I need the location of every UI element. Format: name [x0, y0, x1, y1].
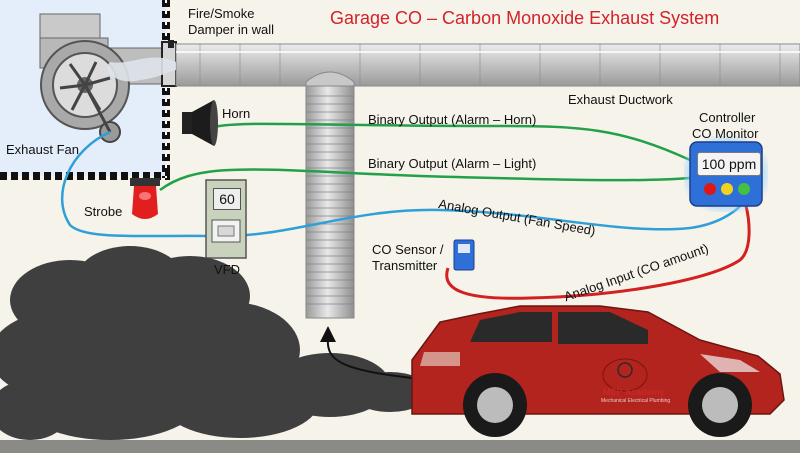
floor	[0, 440, 800, 453]
analog-output-fan-speed-wire	[60, 130, 750, 238]
controller-led-red	[704, 183, 716, 195]
exhaust-drop-shaft	[305, 71, 355, 319]
controller-led-green	[738, 183, 750, 195]
co-sensor-label-line1: CO Sensor /	[372, 242, 444, 257]
horn-label: Horn	[222, 106, 251, 121]
controller-display: 100 ppm	[697, 152, 761, 176]
exhaust-fan	[39, 13, 169, 143]
diagram-title: Garage CO – Carbon Monoxide Exhaust Syst…	[330, 8, 720, 28]
controller-label-line2: CO Monitor	[692, 126, 759, 141]
controller-led-yellow	[721, 183, 733, 195]
co-sensor-label-line2: Transmitter	[372, 258, 438, 273]
exhaust-fan-label: Exhaust Fan	[6, 142, 79, 157]
exhaust-air-plume	[107, 57, 176, 82]
brand-name: MEP Academy	[603, 387, 665, 397]
damper-label-line2: Damper in wall	[188, 22, 274, 37]
exhaust-flow-arrow	[326, 337, 413, 379]
mep-academy-logo	[602, 358, 648, 392]
co-sensor-icon	[453, 239, 475, 271]
strobe-label: Strobe	[84, 204, 123, 219]
vfd-label: VFD	[214, 262, 240, 277]
binary-output-light-wire	[159, 168, 691, 192]
binary-output-horn-wire	[207, 122, 691, 162]
controller-label-line1: Controller	[699, 110, 756, 125]
horn-icon	[182, 100, 218, 146]
binary-output-light-label: Binary Output (Alarm – Light)	[368, 156, 537, 171]
damper-label-line1: Fire/Smoke	[188, 6, 255, 21]
brand-tagline: Mechanical Electrical Plumbing	[601, 398, 671, 404]
vfd-display: 60	[213, 188, 241, 210]
binary-output-horn-label: Binary Output (Alarm – Horn)	[368, 112, 537, 127]
analog-input-co-wire	[445, 205, 751, 300]
strobe-light-icon	[130, 178, 160, 219]
exhaust-ductwork	[175, 43, 800, 87]
car	[411, 305, 785, 437]
co-exhaust-smoke	[0, 246, 430, 440]
exhaust-ductwork-label: Exhaust Ductwork	[568, 92, 673, 107]
